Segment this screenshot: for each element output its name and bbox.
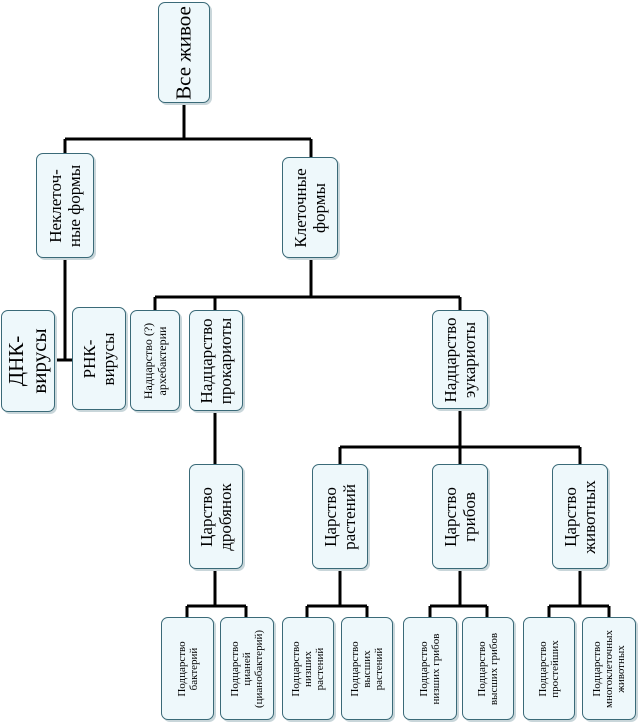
node-label-line: Подцарство	[349, 640, 361, 697]
node-noncellular-forms: Неклеточ- ные формы	[36, 153, 94, 258]
node-label-line: растений	[314, 647, 326, 690]
node-label-line: дробянок	[216, 482, 235, 551]
node-label-line: Царство	[561, 486, 580, 547]
node-subkingdom-lower-fungi: Подцарство низших грибов	[403, 617, 457, 720]
node-label-line: Подцарство	[476, 640, 488, 697]
node-label-line: эукариоты	[460, 321, 479, 398]
node-label-line: Царство	[321, 486, 340, 547]
node-label-line: цианей	[241, 651, 253, 686]
node-label-line: Царство	[441, 486, 460, 547]
node-label-line: прокариоты	[216, 317, 235, 404]
node-label-line: растений	[373, 647, 385, 690]
node-subkingdom-metazoa: Подцарство многоклеточных животных	[582, 617, 636, 720]
node-subkingdom-bacteria: Подцарство бактерий	[161, 617, 214, 720]
node-label-line: многоклеточных	[603, 629, 615, 708]
node-label-line: Все живое	[171, 5, 196, 100]
node-eukaryotes: Надцарство эукариоты	[432, 310, 488, 409]
node-label-line: Надцарство	[197, 318, 216, 403]
node-label-line: Царство	[197, 486, 216, 547]
node-label-line: Надцарство	[441, 317, 460, 402]
node-archaea: Надцарство (?) архебактерии	[130, 310, 180, 411]
node-label-line: Надцарство (?)	[141, 322, 155, 399]
node-label-line: животных	[615, 644, 627, 693]
node-subkingdom-higher-fungi: Подцарство высших грибов	[462, 617, 514, 720]
node-label-line: ДНК-	[4, 335, 28, 387]
node-label-line: Подцарство	[537, 640, 549, 697]
node-label-line: РНК-	[80, 339, 99, 378]
node-label-line: Неклеточ-	[46, 168, 65, 243]
node-label-line: бактерий	[187, 647, 200, 690]
node-subkingdom-protozoa: Подцарство простейших	[523, 617, 575, 720]
node-label-line: высших грибов	[488, 632, 500, 705]
node-label-line: грибов	[460, 491, 479, 542]
node-rna-viruses: РНК- вирусы	[72, 307, 126, 410]
node-subkingdom-cyanobacteria: Подцарство цианей (цианобактерий)	[220, 617, 274, 720]
node-label-line: вирусы	[99, 332, 118, 385]
node-kingdom-drobyanki: Царство дробянок	[189, 464, 243, 569]
node-prokaryotes: Надцарство прокариоты	[189, 310, 243, 411]
node-dna-viruses: ДНК- вирусы	[1, 310, 55, 412]
node-label-line: Подцарство	[591, 640, 603, 697]
node-label-line: простейших	[549, 639, 561, 698]
node-label-line: Подцарство	[290, 640, 302, 697]
node-subkingdom-lower-plants: Подцарство низших растений	[282, 617, 334, 720]
node-label-line: растений	[340, 483, 359, 550]
node-subkingdom-higher-plants: Подцарство высших растений	[341, 617, 393, 720]
node-cellular-forms: Клеточные формы	[282, 157, 338, 258]
node-label-line: (цианобактерий)	[253, 629, 265, 708]
node-kingdom-fungi: Царство грибов	[432, 464, 488, 569]
node-label-line: Клеточные	[291, 167, 310, 248]
node-label-line: Подцарство	[175, 640, 188, 697]
node-kingdom-animals: Царство животных	[552, 464, 608, 569]
node-label-line: Подцарство	[418, 640, 430, 697]
node-label-line: вирусы	[27, 328, 51, 394]
node-label-line: высших	[361, 649, 373, 688]
node-label-line: низших грибов	[430, 633, 442, 704]
node-label-line: животных	[580, 479, 599, 554]
node-label-line: архебактерии	[155, 326, 169, 395]
node-label-line: Подцарство	[229, 640, 241, 697]
node-label-line: низших	[302, 650, 314, 687]
node-kingdom-plants: Царство растений	[312, 464, 368, 569]
node-label-line: ные формы	[65, 164, 84, 247]
node-label-line: формы	[310, 182, 329, 233]
node-all-living: Все живое	[158, 2, 210, 103]
